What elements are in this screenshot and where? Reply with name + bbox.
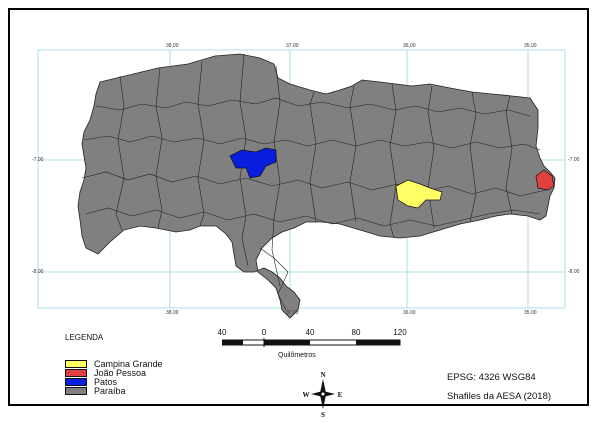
grid-label-bottom: 37.00 [286, 310, 299, 316]
legend-label: João Pessoa [94, 368, 147, 378]
grid-label-left: -8.00 [32, 269, 44, 275]
scale-tick-label: 120 [393, 328, 407, 337]
grid-label-top: 36.00 [403, 43, 416, 49]
scale-tick-label: 80 [351, 328, 361, 337]
municipal-borders [81, 53, 547, 311]
municipal-border [427, 85, 435, 229]
scale-bar: 40 0 40 80 120 Quilômetros [218, 328, 412, 368]
projection-text: EPSG: 4326 WSG84 [447, 372, 536, 383]
municipal-border [239, 53, 249, 267]
grid-label-right: -8.00 [568, 269, 580, 275]
source-text: Shafiles da AESA (2018) [447, 391, 552, 402]
municipal-border [115, 75, 125, 231]
map-info: EPSG: 4326 WSG84 Shafiles da AESA (2018) [447, 368, 551, 406]
municipal-border [309, 91, 317, 223]
municipal-border [259, 247, 289, 311]
compass-e: E [338, 391, 343, 399]
municipal-border [197, 61, 205, 227]
municipal-border [389, 83, 397, 239]
grid-label-top: 37.00 [286, 43, 299, 49]
legend-title: LEGENDA [65, 333, 104, 342]
legend-swatch [65, 387, 87, 395]
compass-s: S [321, 411, 325, 417]
compass-w: W [303, 391, 310, 399]
legend-swatch [65, 369, 87, 377]
north-arrow: N S W E [303, 369, 343, 419]
graticule-frame [37, 49, 566, 309]
scale-bar-graphic [222, 338, 401, 347]
campina-grande-region [395, 179, 443, 209]
joao-pessoa-region [535, 169, 555, 191]
paraiba-map [37, 49, 566, 319]
legend-swatch [65, 360, 87, 368]
legend-label: Campina Grande [94, 359, 163, 369]
legend-label: Paraíba [94, 386, 126, 396]
scale-unit: Quilômetros [278, 352, 316, 359]
grid-label-top: 38.00 [166, 43, 179, 49]
grid-label-bottom: 35.00 [524, 310, 537, 316]
municipal-border [271, 65, 281, 287]
grid-label-bottom: 38.00 [166, 310, 179, 316]
compass-n: N [320, 371, 325, 379]
map-frame: 38.00 37.00 36.00 35.00 38.00 37.00 36.0… [8, 8, 589, 419]
legend-label: Patos [94, 377, 118, 387]
municipal-border [505, 95, 513, 215]
scale-tick-label: 40 [217, 328, 227, 337]
legend-swatch [65, 378, 87, 386]
scale-tick-label: 0 [261, 328, 267, 337]
municipal-border [85, 207, 541, 227]
grid-label-top: 35.00 [524, 43, 537, 49]
grid-label-left: -7.00 [32, 157, 44, 163]
grid-label-bottom: 36.00 [403, 310, 416, 316]
municipal-border [349, 85, 357, 223]
municipal-border [83, 135, 541, 151]
municipal-border [469, 91, 477, 223]
patos-region [229, 147, 277, 179]
municipal-border [155, 67, 163, 229]
grid-label-right: -7.00 [568, 157, 580, 163]
scale-tick-label: 40 [305, 328, 315, 337]
compass-rose-icon: N S W E [303, 371, 343, 419]
